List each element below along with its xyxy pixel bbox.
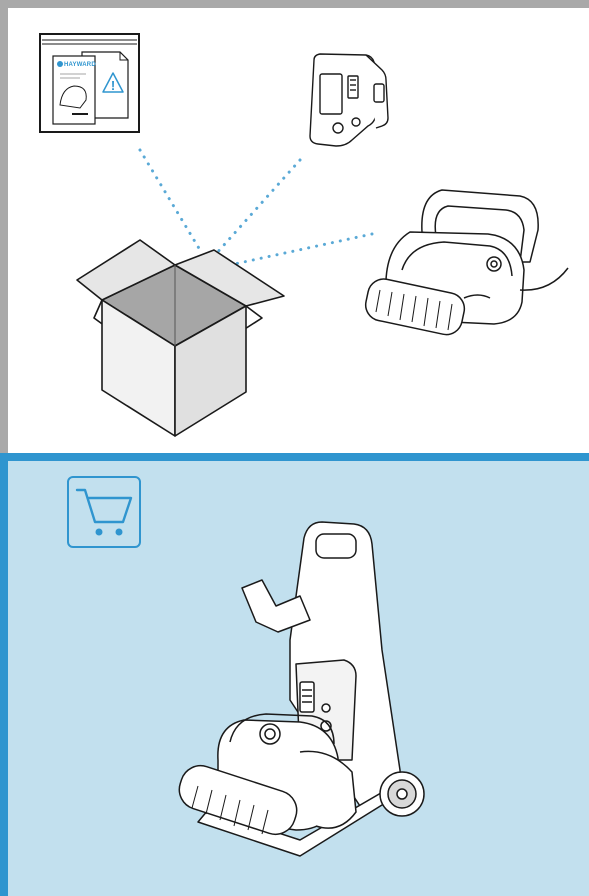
optional-accessory-badge (67, 476, 141, 548)
robot-cleaner-icon (363, 190, 568, 338)
warning-symbol: ! (111, 78, 115, 93)
power-supply-icon (310, 54, 388, 146)
connector-power-supply (215, 160, 300, 255)
connector-robot (230, 234, 372, 265)
manual-icon: ! HAYWARD (40, 34, 139, 132)
shopping-cart-icon (69, 478, 143, 550)
open-box-icon (77, 240, 284, 436)
dotted-connectors (140, 150, 372, 265)
connector-manual (140, 150, 200, 250)
package-contents-illustration: ! HAYWARD (0, 0, 589, 453)
brand-logo: HAYWARD (64, 62, 96, 68)
